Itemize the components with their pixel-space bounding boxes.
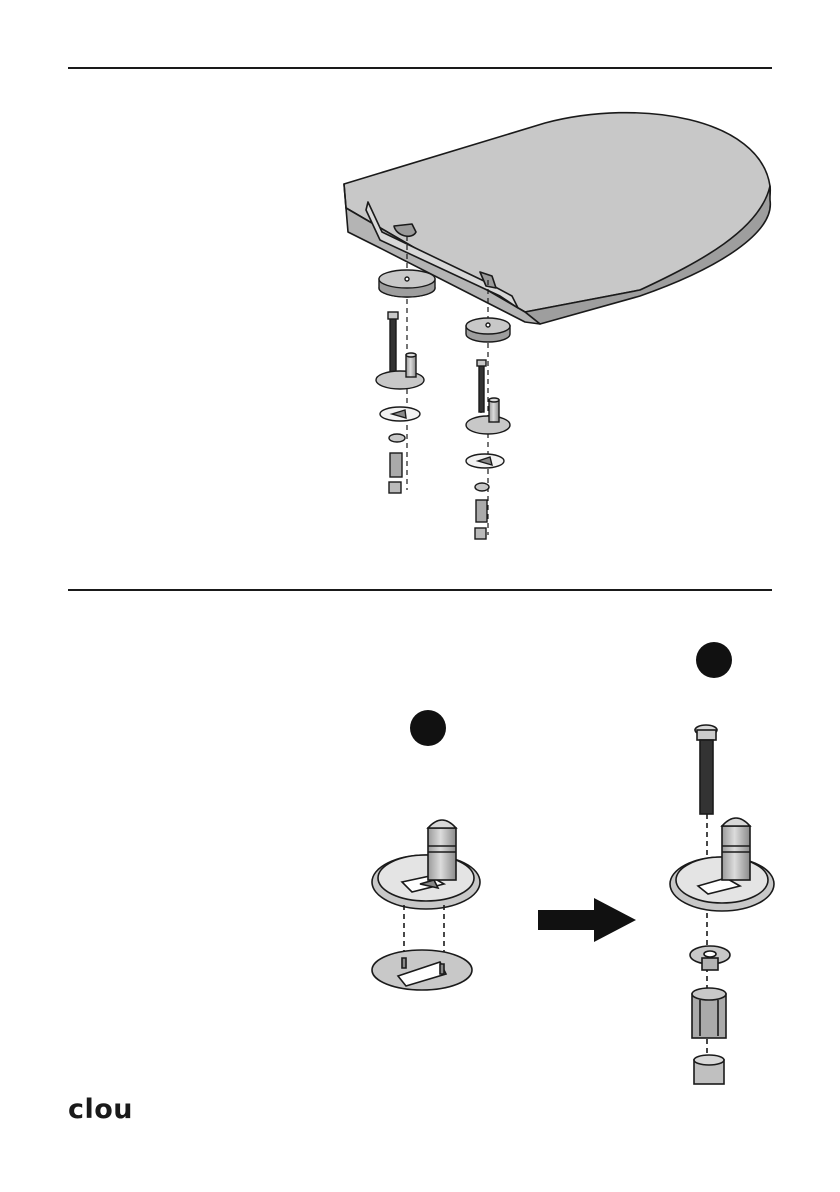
hinge-stack-left (376, 270, 435, 493)
step-1-marker (410, 710, 446, 746)
brand-logo: clou (68, 1096, 133, 1123)
step-2-marker (696, 642, 732, 678)
right-arrow-icon (538, 898, 636, 942)
step-2-assembly (670, 725, 774, 1084)
step-1-assembly (372, 820, 480, 990)
